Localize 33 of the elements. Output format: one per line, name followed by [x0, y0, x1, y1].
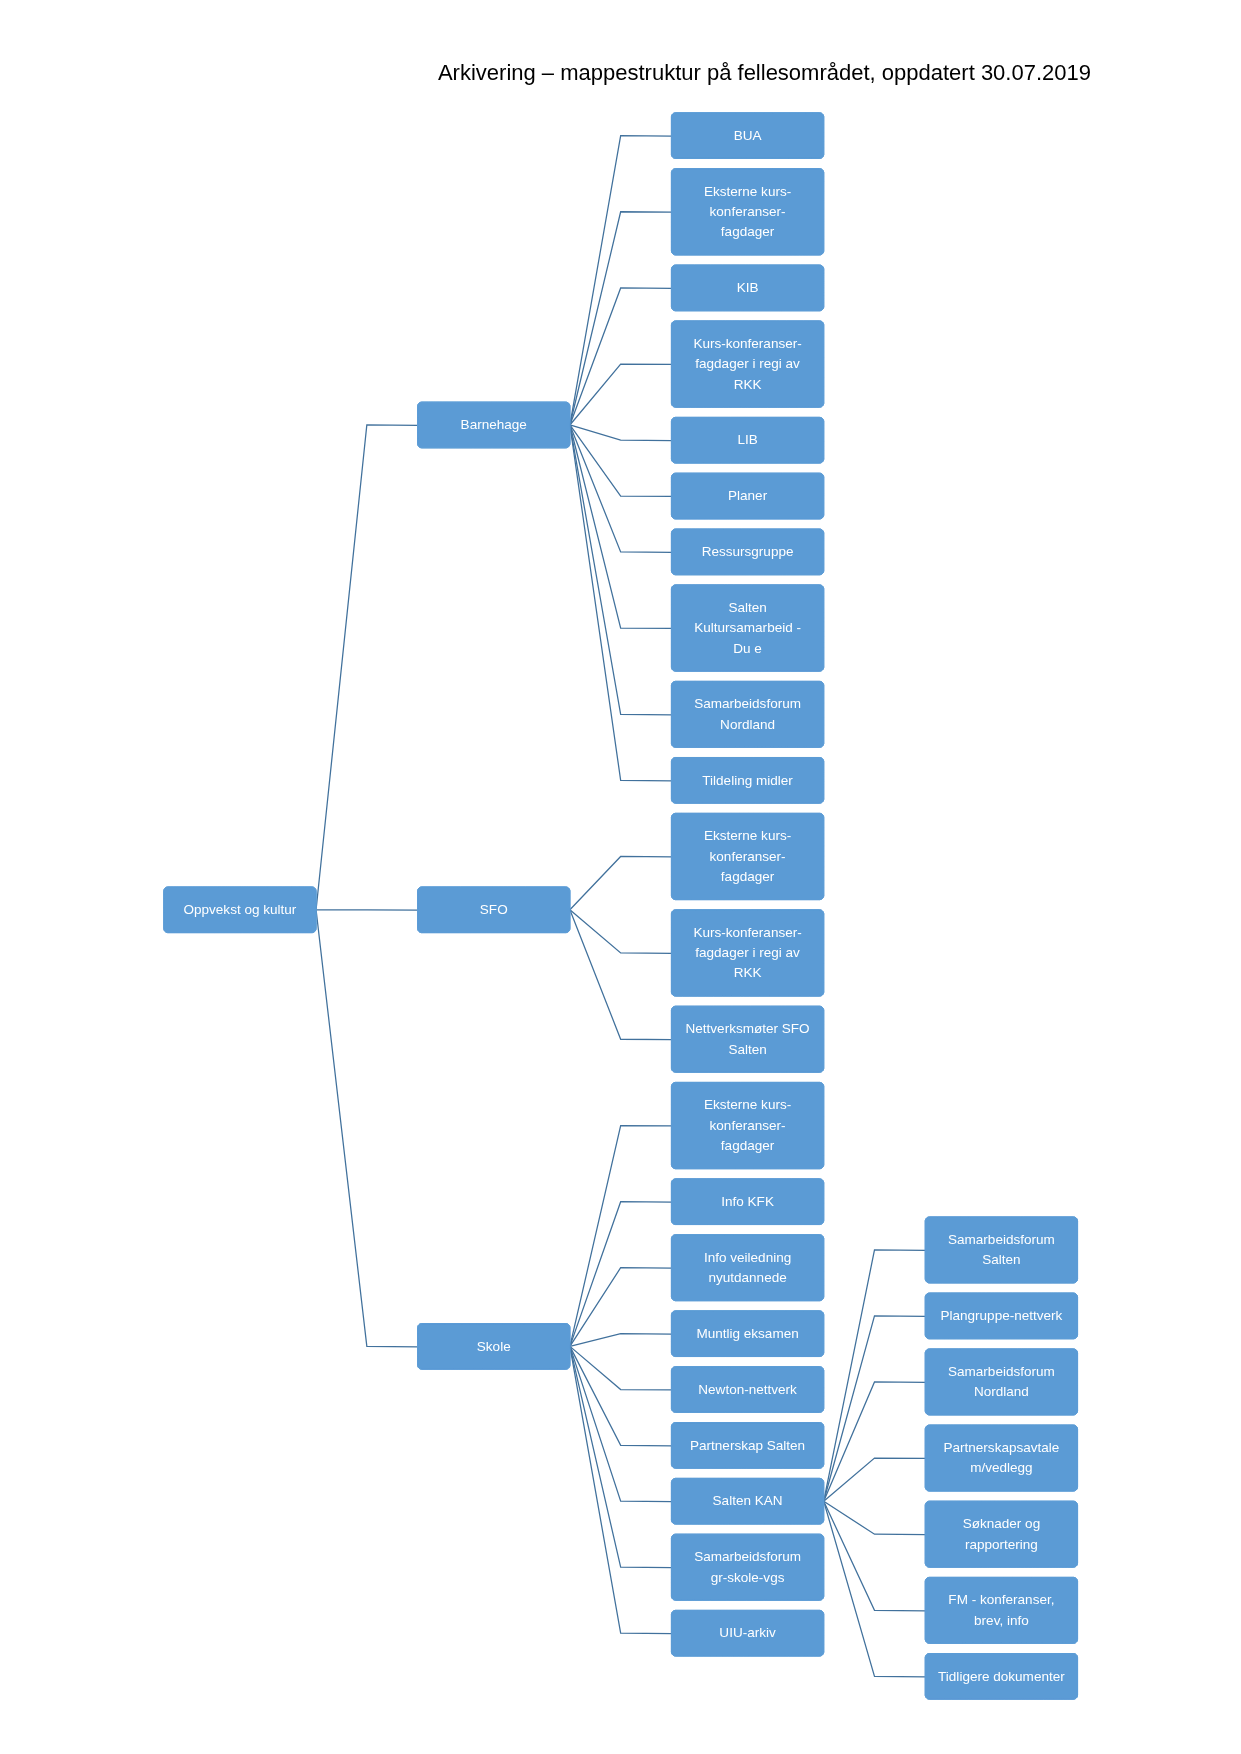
connector — [569, 1345, 673, 1447]
connector — [569, 1345, 673, 1569]
connector — [822, 1500, 927, 1678]
connector — [822, 1457, 927, 1502]
connector — [569, 424, 673, 498]
connector — [569, 1345, 673, 1635]
connector — [822, 1315, 927, 1502]
connector — [569, 287, 673, 426]
diagram-title: Arkivering – mappestruktur på fellesområdet, oppdatert 30.07.2019 — [436, 60, 1091, 86]
connector — [315, 909, 419, 911]
connector — [569, 1345, 673, 1503]
connector — [569, 424, 673, 442]
connector — [569, 909, 673, 1041]
connector — [569, 1345, 673, 1391]
connector — [569, 1124, 673, 1347]
connector — [569, 363, 673, 426]
connector — [569, 1267, 673, 1347]
connector — [822, 1500, 927, 1536]
connector — [315, 424, 419, 911]
connector — [569, 424, 673, 716]
connector — [315, 909, 419, 1348]
connector — [822, 1500, 927, 1612]
connector — [569, 424, 673, 553]
connector — [822, 1381, 927, 1502]
connector — [569, 424, 673, 630]
connector — [569, 855, 673, 911]
connector — [569, 909, 673, 954]
connector — [569, 424, 673, 782]
connector — [569, 1333, 673, 1347]
connector — [569, 134, 673, 426]
connector — [569, 211, 673, 426]
connector — [569, 1201, 673, 1347]
connector — [822, 1249, 927, 1502]
